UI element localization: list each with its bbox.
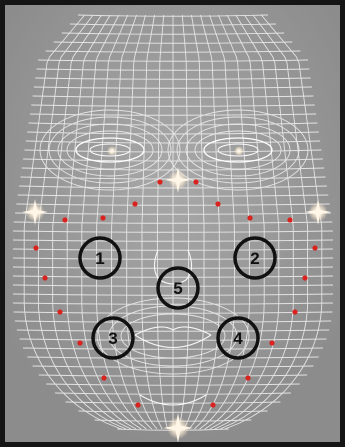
red-point-dot: [312, 245, 317, 250]
red-point-dot: [247, 215, 252, 220]
red-point-dot: [287, 217, 292, 222]
red-point-dot: [245, 375, 250, 380]
red-point-dot: [33, 245, 38, 250]
zone-marker-4-label: 4: [233, 329, 243, 348]
zone-marker-1-label: 1: [95, 249, 104, 268]
red-point-dot: [62, 217, 67, 222]
red-point-dot: [210, 402, 215, 407]
red-point-dot: [193, 179, 198, 184]
left-eye-highlight: [107, 146, 117, 156]
red-point-dot: [132, 201, 137, 206]
right-eye-highlight: [234, 146, 244, 156]
red-point-dot: [215, 201, 220, 206]
red-point-dot: [157, 179, 162, 184]
zone-marker-3-label: 3: [108, 329, 117, 348]
red-point-dot: [77, 340, 82, 345]
zone-marker-5-label: 5: [173, 279, 182, 298]
red-point-dot: [100, 215, 105, 220]
red-point-dot: [292, 309, 297, 314]
red-point-dot: [57, 309, 62, 314]
red-point-dot: [101, 375, 106, 380]
zone-marker-2-label: 2: [250, 249, 259, 268]
red-point-dot: [135, 402, 140, 407]
red-point-dot: [269, 340, 274, 345]
red-point-dot: [302, 275, 307, 280]
red-point-dot: [42, 275, 47, 280]
